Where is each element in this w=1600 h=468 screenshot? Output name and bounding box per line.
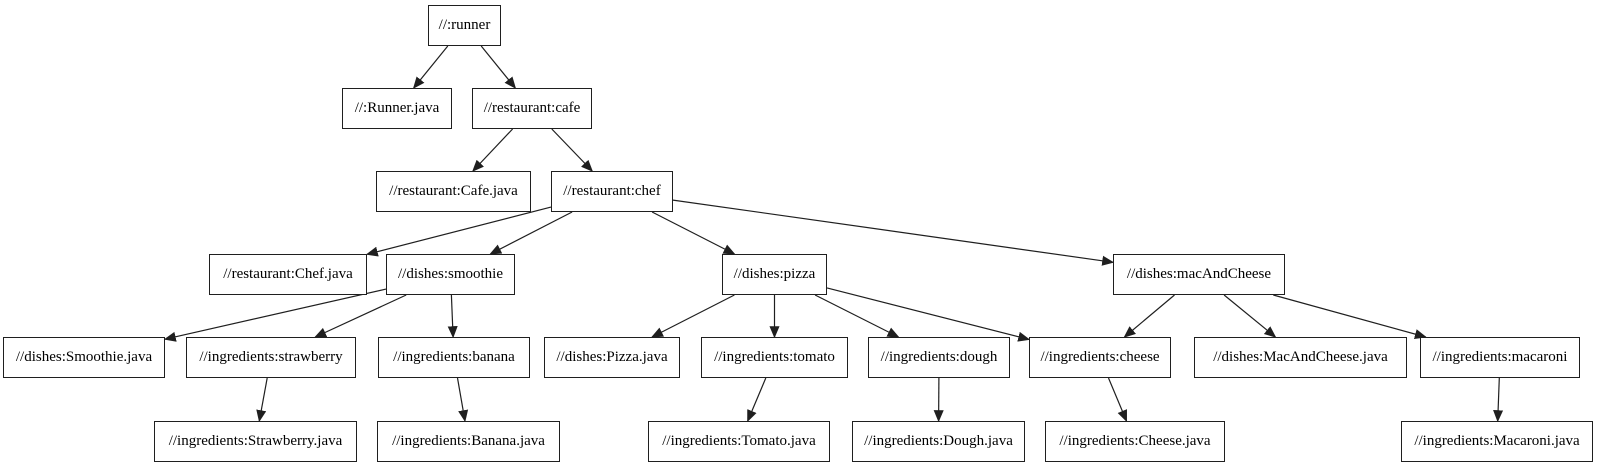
graph-node-label: //ingredients:banana (393, 349, 515, 365)
edge-cafe-to-chef (551, 128, 594, 172)
graph-node-dough: //ingredients:dough (868, 337, 1010, 378)
graph-node-strawberry: //ingredients:strawberry (186, 337, 356, 378)
graph-node-smoothie_java: //dishes:Smoothie.java (3, 337, 165, 378)
graph-node-cafe_java: //restaurant:Cafe.java (376, 171, 531, 212)
graph-node-label: //ingredients:Dough.java (864, 433, 1013, 449)
graph-node-chef_java: //restaurant:Chef.java (209, 254, 367, 295)
graph-node-banana: //ingredients:banana (378, 337, 530, 378)
graph-node-runner_java: //:Runner.java (342, 88, 452, 129)
graph-node-cafe: //restaurant:cafe (472, 88, 592, 129)
edge-macaroni-to-macaroni_java (1493, 377, 1504, 423)
edge-cheese-to-cheese_java (1107, 377, 1128, 423)
graph-node-label: //restaurant:Cafe.java (389, 183, 518, 199)
graph-node-label: //ingredients:strawberry (199, 349, 343, 365)
graph-node-label: //ingredients:Banana.java (392, 433, 545, 449)
edge-pizza-to-dough (814, 294, 900, 338)
graph-node-cheese: //ingredients:cheese (1029, 337, 1171, 378)
edge-mac_and_cheese-to-macaroni (1273, 294, 1427, 339)
edge-chef-to-chef_java (365, 206, 552, 257)
edge-smoothie-to-banana (447, 294, 458, 339)
graph-node-label: //restaurant:Chef.java (223, 266, 353, 282)
graph-node-smoothie: //dishes:smoothie (386, 254, 515, 295)
graph-node-label: //dishes:MacAndCheese.java (1213, 349, 1388, 365)
graph-node-label: //:runner (438, 17, 491, 33)
graph-node-runner: //:runner (428, 5, 501, 46)
graph-node-label: //ingredients:cheese (1040, 349, 1160, 365)
graph-node-dough_java: //ingredients:Dough.java (852, 421, 1025, 462)
graph-node-chef: //restaurant:chef (551, 171, 673, 212)
edge-cafe-to-cafe_java (472, 128, 514, 172)
edge-chef-to-mac_and_cheese (672, 199, 1115, 266)
graph-node-tomato: //ingredients:tomato (701, 337, 848, 378)
graph-node-label: //dishes:macAndCheese (1126, 266, 1272, 282)
edge-tomato-to-tomato_java (747, 377, 767, 423)
graph-node-label: //ingredients:macaroni (1432, 349, 1568, 365)
graph-node-pizza_java: //dishes:Pizza.java (544, 337, 680, 378)
graph-node-label: //restaurant:chef (563, 183, 661, 199)
graph-node-mac_and_cheese: //dishes:macAndCheese (1113, 254, 1285, 295)
edge-pizza-to-cheese (826, 287, 1031, 342)
graph-node-label: //dishes:Smoothie.java (15, 349, 153, 365)
edge-pizza-to-pizza_java (651, 294, 735, 338)
edge-banana-to-banana_java (456, 377, 469, 423)
graph-node-cheese_java: //ingredients:Cheese.java (1045, 421, 1225, 462)
graph-node-pizza: //dishes:pizza (722, 254, 827, 295)
edge-smoothie-to-smoothie_java (163, 288, 387, 342)
graph-node-macaroni_java: //ingredients:Macaroni.java (1401, 421, 1593, 462)
edge-group (163, 45, 1504, 423)
graph-node-label: //ingredients:Tomato.java (662, 433, 816, 449)
edge-mac_and_cheese-to-mac_and_cheese_java (1223, 294, 1277, 338)
graph-node-label: //ingredients:dough (880, 349, 998, 365)
graph-node-label: //ingredients:Cheese.java (1059, 433, 1211, 449)
graph-node-label: //dishes:pizza (733, 266, 816, 282)
graph-node-label: //ingredients:Strawberry.java (168, 433, 343, 449)
graph-node-macaroni: //ingredients:macaroni (1420, 337, 1580, 378)
graph-node-label: //ingredients:Macaroni.java (1414, 433, 1580, 449)
graph-node-label: //:Runner.java (354, 100, 440, 116)
graph-node-banana_java: //ingredients:Banana.java (377, 421, 560, 462)
graph-node-label: //restaurant:cafe (483, 100, 581, 116)
edge-runner-to-runner_java (412, 45, 449, 89)
graph-node-strawberry_java: //ingredients:Strawberry.java (154, 421, 357, 462)
graph-node-mac_and_cheese_java: //dishes:MacAndCheese.java (1194, 337, 1407, 378)
graph-node-label: //ingredients:tomato (714, 349, 835, 365)
edge-smoothie-to-strawberry (314, 294, 407, 338)
graph-node-label: //dishes:smoothie (398, 266, 503, 282)
edge-chef-to-smoothie (489, 211, 573, 255)
edge-strawberry-to-strawberry_java (256, 377, 268, 423)
graph-node-tomato_java: //ingredients:Tomato.java (648, 421, 830, 462)
edge-runner-to-cafe (480, 45, 517, 89)
edge-mac_and_cheese-to-cheese (1123, 294, 1175, 338)
graph-node-label: //dishes:Pizza.java (556, 349, 668, 365)
edge-chef-to-pizza (651, 211, 736, 255)
